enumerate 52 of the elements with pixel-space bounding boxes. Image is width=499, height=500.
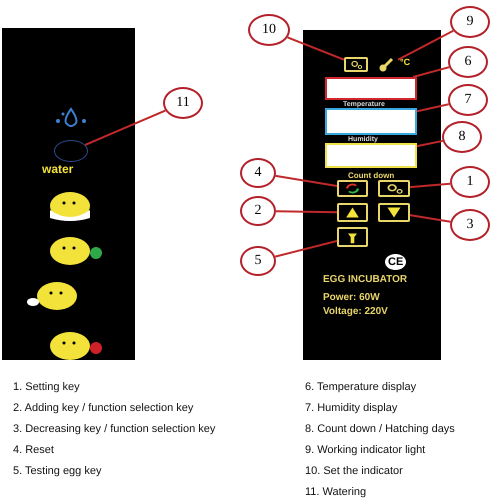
callout-number: 4 xyxy=(240,158,276,188)
control-panel xyxy=(303,30,441,360)
temperature-display xyxy=(325,77,417,100)
leader-line xyxy=(276,210,338,214)
legend-text: 8. Count down / Hatching days xyxy=(305,423,455,435)
down-arrow-key xyxy=(378,203,410,222)
test-egg-key xyxy=(337,227,368,247)
countdown-display xyxy=(325,143,417,168)
legend-text: 10. Set the indicator xyxy=(305,465,403,477)
legend-text: 1. Setting key xyxy=(13,381,80,393)
panel-label: Voltage: 220V xyxy=(323,306,388,317)
leader-line xyxy=(287,36,344,61)
callout-number: 1 xyxy=(450,166,490,198)
callout-number: 3 xyxy=(450,209,490,241)
legend-text: 4. Reset xyxy=(13,444,54,456)
panel-label: EGG INCUBATOR xyxy=(323,274,408,285)
legend-text: 3. Decreasing key / function selection key xyxy=(13,423,216,435)
panel-label: °C xyxy=(400,57,410,67)
leader-line xyxy=(416,103,449,112)
up-arrow-key xyxy=(337,203,368,222)
humidity-display xyxy=(325,108,417,135)
reset-key xyxy=(337,180,368,197)
panel-label: Power: 60W xyxy=(323,292,380,303)
indicator-key xyxy=(344,57,368,72)
leader-line xyxy=(410,182,450,188)
legend-text: 6. Temperature display xyxy=(305,381,416,393)
callout-number: 6 xyxy=(448,46,488,78)
leader-line xyxy=(276,174,338,187)
legend-text: 7. Humidity display xyxy=(305,402,398,414)
callout-number: 5 xyxy=(240,246,276,276)
callout-number: 8 xyxy=(442,121,482,153)
water-indicator-light xyxy=(54,140,88,162)
setting-key xyxy=(378,180,410,197)
panel-label: Count down xyxy=(348,171,394,180)
leader-line xyxy=(84,110,166,146)
legend-text: 5. Testing egg key xyxy=(13,465,102,477)
callout-number: 9 xyxy=(450,6,490,38)
legend-text: 2. Adding key / function selection key xyxy=(13,402,194,414)
callout-number: 7 xyxy=(448,84,488,116)
control-panel xyxy=(2,28,135,360)
leader-line xyxy=(410,214,451,223)
legend-text: 9. Working indicator light xyxy=(305,444,426,456)
callout-number: 2 xyxy=(240,196,276,226)
callout-number: 10 xyxy=(248,14,290,46)
leader-line xyxy=(416,140,443,148)
panel-label: water xyxy=(42,162,74,176)
leader-line xyxy=(274,240,338,258)
legend-text: 11. Watering xyxy=(305,486,366,498)
panel-label: CE xyxy=(385,254,406,270)
leader-line xyxy=(398,30,454,61)
leader-line xyxy=(412,66,450,78)
callout-number: 11 xyxy=(163,87,203,119)
